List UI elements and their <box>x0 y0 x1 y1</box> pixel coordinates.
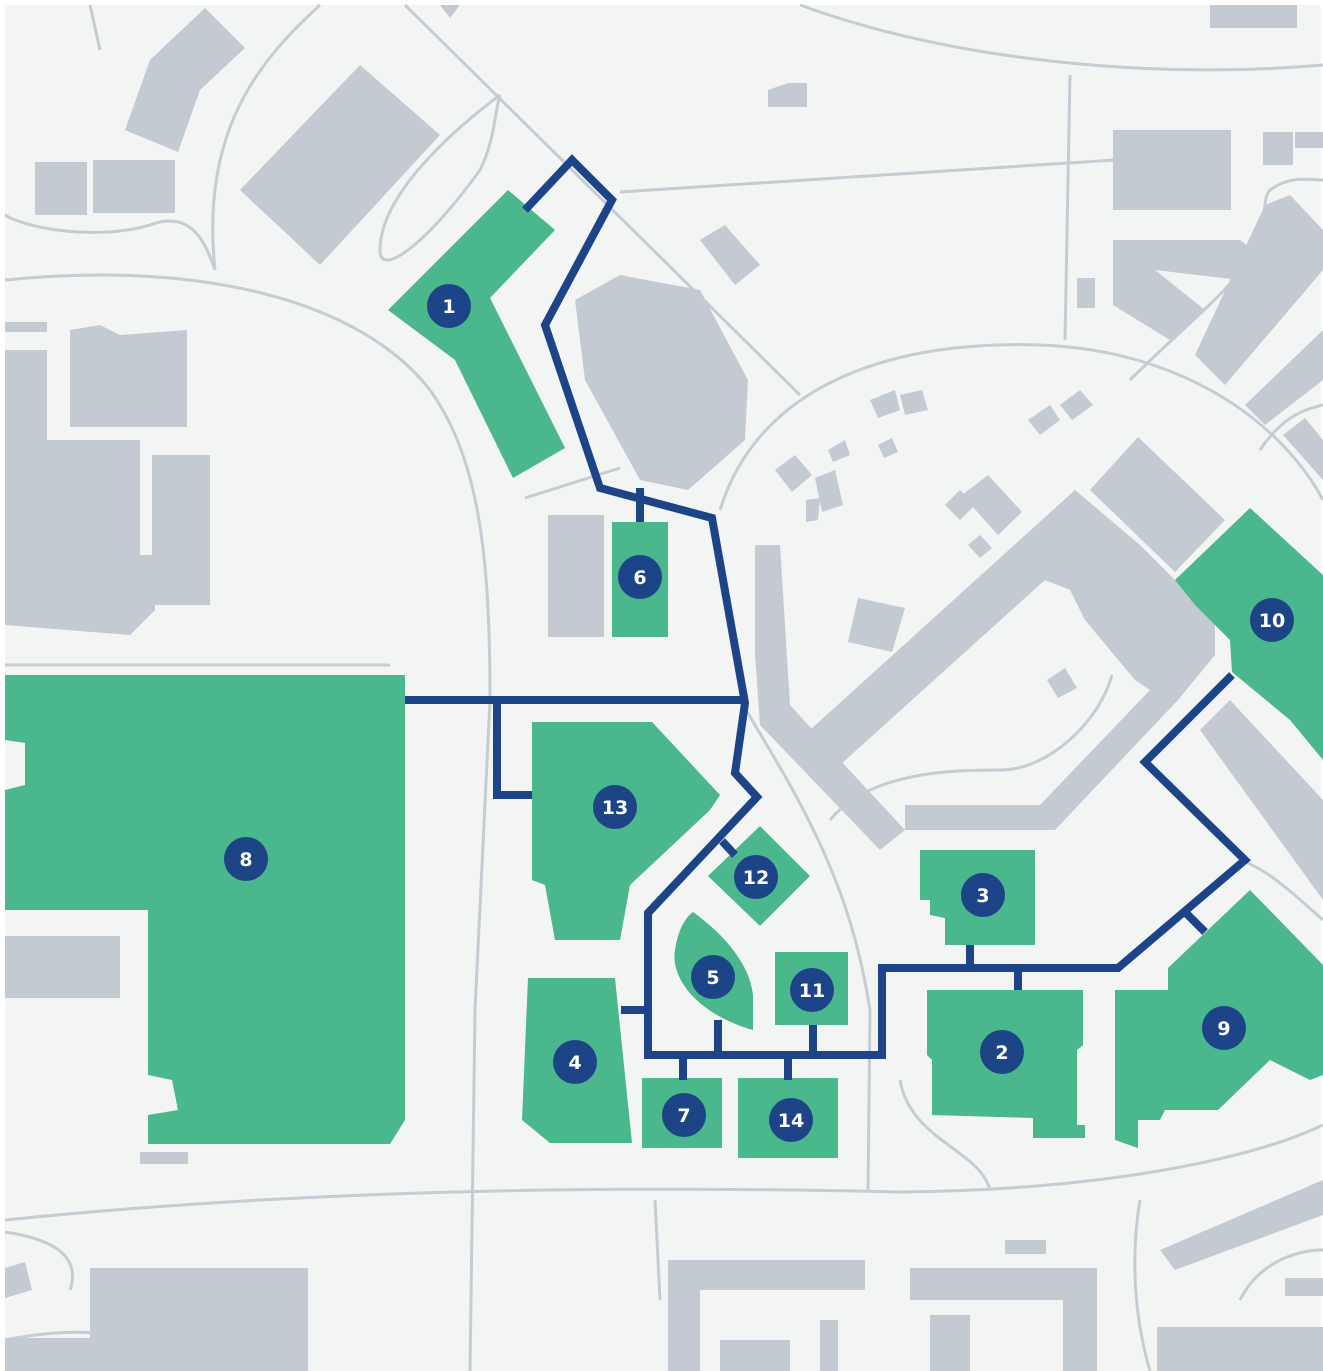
marker-label: 7 <box>677 1105 690 1127</box>
marker-circle <box>662 1093 706 1137</box>
marker-circle <box>618 555 662 599</box>
marker-12[interactable]: 12 <box>734 855 778 899</box>
marker-9[interactable]: 9 <box>1202 1006 1246 1050</box>
marker-7[interactable]: 7 <box>662 1093 706 1137</box>
marker-circle <box>1250 598 1294 642</box>
marker-13[interactable]: 13 <box>593 785 637 829</box>
marker-label: 6 <box>633 567 646 589</box>
surrounding-buildings <box>5 5 1323 1371</box>
marker-label: 5 <box>706 967 719 989</box>
marker-4[interactable]: 4 <box>553 1040 597 1084</box>
marker-label: 3 <box>976 885 989 907</box>
marker-6[interactable]: 6 <box>618 555 662 599</box>
marker-circle <box>553 1040 597 1084</box>
marker-14[interactable]: 14 <box>769 1098 813 1142</box>
marker-8[interactable]: 8 <box>224 837 268 881</box>
marker-circle <box>427 284 471 328</box>
marker-1[interactable]: 1 <box>427 284 471 328</box>
marker-label: 8 <box>239 849 252 871</box>
marker-circle <box>790 968 834 1012</box>
marker-circle <box>961 873 1005 917</box>
marker-circle <box>734 855 778 899</box>
marker-label: 14 <box>778 1110 804 1132</box>
marker-label: 10 <box>1259 610 1285 632</box>
marker-11[interactable]: 11 <box>790 968 834 1012</box>
marker-5[interactable]: 5 <box>691 955 735 999</box>
marker-label: 13 <box>602 797 628 819</box>
marker-circle <box>769 1098 813 1142</box>
marker-label: 4 <box>568 1052 581 1074</box>
marker-label: 12 <box>743 867 769 889</box>
road-network <box>4 3 1323 1371</box>
marker-circle <box>691 955 735 999</box>
marker-circle <box>224 837 268 881</box>
building-1[interactable] <box>388 190 565 478</box>
marker-label: 1 <box>442 296 455 318</box>
marker-label: 9 <box>1217 1018 1230 1040</box>
campus-buildings <box>5 190 1323 1158</box>
building-10[interactable] <box>1175 508 1323 760</box>
marker-circle <box>1202 1006 1246 1050</box>
marker-10[interactable]: 10 <box>1250 598 1294 642</box>
marker-label: 11 <box>799 980 825 1002</box>
marker-circle <box>593 785 637 829</box>
marker-2[interactable]: 2 <box>980 1030 1024 1074</box>
marker-circle <box>980 1030 1024 1074</box>
marker-label: 2 <box>995 1042 1008 1064</box>
building-13[interactable] <box>532 722 720 940</box>
marker-3[interactable]: 3 <box>961 873 1005 917</box>
walking-route <box>405 154 1251 1080</box>
building-8[interactable] <box>5 675 405 1144</box>
